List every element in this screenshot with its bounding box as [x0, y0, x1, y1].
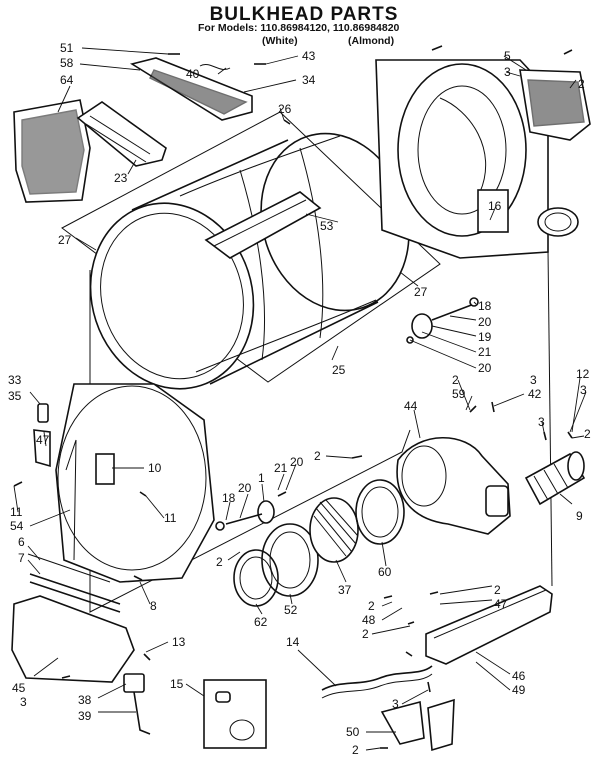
callout-53: 53	[320, 219, 334, 233]
callout-20-front: 20	[238, 481, 252, 495]
callout-46: 46	[512, 669, 526, 683]
rear-leader-line	[547, 249, 553, 587]
thermal-fuse	[123, 673, 151, 735]
drum	[89, 132, 410, 390]
callout-3-right: 3	[530, 373, 537, 387]
callout-20-rear: 20	[478, 315, 492, 329]
callout-3-top: 3	[504, 65, 511, 79]
callout-62: 62	[254, 615, 268, 629]
callout-10: 10	[148, 461, 162, 475]
blower-housing	[396, 437, 511, 535]
mounting-bracket	[380, 698, 455, 752]
lint-screen	[13, 99, 91, 203]
callout-19: 19	[478, 330, 492, 344]
callout-2-far: 2	[584, 427, 591, 441]
callout-3-duct: 3	[538, 415, 545, 429]
callout-27-left: 27	[58, 233, 72, 247]
door-switch	[33, 403, 51, 468]
callout-3-left: 3	[20, 695, 27, 709]
callout-33: 33	[8, 373, 22, 387]
callout-21-front: 21	[274, 461, 288, 475]
callout-3-bottom: 3	[392, 697, 399, 711]
callout-16: 16	[488, 199, 502, 213]
callout-60: 60	[378, 565, 392, 579]
front-bulkhead	[55, 383, 215, 583]
model-numbers: For Models: 110.86984120, 110.86984820	[198, 22, 400, 34]
callout-labels: 51 58 64 40 43 34 23 26 27 53 27 25 5 3 …	[8, 41, 591, 757]
page-title: BULKHEAD PARTS	[209, 4, 399, 25]
callout-50: 50	[346, 725, 360, 739]
callout-51: 51	[60, 41, 74, 55]
roller-assembly	[406, 297, 479, 344]
heater-element	[321, 665, 433, 699]
callout-2-bottom: 2	[352, 743, 359, 757]
leader-lines	[13, 47, 587, 751]
callout-43: 43	[302, 49, 316, 63]
callout-2-lower: 2	[494, 583, 501, 597]
callout-21-rear: 21	[478, 345, 492, 359]
callout-2-lower-c: 2	[362, 627, 369, 641]
callout-7: 7	[18, 551, 25, 565]
callout-27-right: 27	[414, 285, 428, 299]
callout-12: 12	[576, 367, 590, 381]
callout-6: 6	[18, 535, 25, 549]
callout-35: 35	[8, 389, 22, 403]
screws	[13, 45, 573, 749]
callout-15: 15	[170, 677, 184, 691]
callout-18-front: 18	[222, 491, 236, 505]
callout-2-lower-b: 2	[368, 599, 375, 613]
callout-18-rear: 18	[478, 299, 492, 313]
callout-23: 23	[114, 171, 128, 185]
callout-48: 48	[362, 613, 376, 627]
lint-duct-cover	[11, 553, 135, 683]
callout-14: 14	[286, 635, 300, 649]
exhaust-screen	[519, 69, 591, 237]
callout-20-front-2: 20	[290, 455, 304, 469]
exhaust-duct	[524, 451, 586, 506]
callout-2-top: 2	[578, 77, 585, 91]
callout-47-left: 47	[36, 433, 50, 447]
callout-1: 1	[258, 471, 265, 485]
callout-58: 58	[60, 56, 74, 70]
callout-11-right: 11	[164, 511, 177, 525]
callout-13: 13	[172, 635, 186, 649]
callout-11-left: 11	[10, 505, 23, 519]
callout-44: 44	[404, 399, 418, 413]
callout-39: 39	[78, 709, 92, 723]
callout-59: 59	[452, 387, 466, 401]
idler-pulley	[215, 500, 275, 531]
callout-8: 8	[150, 599, 157, 613]
callout-52: 52	[284, 603, 298, 617]
callout-40: 40	[186, 67, 200, 81]
blower-belts	[233, 479, 405, 607]
callout-25: 25	[332, 363, 346, 377]
callout-5: 5	[504, 49, 511, 63]
callout-45: 45	[12, 681, 26, 695]
callout-49: 49	[512, 683, 526, 697]
lint-grille	[129, 57, 253, 121]
variant-white: (White)	[262, 35, 298, 47]
callout-42: 42	[528, 387, 542, 401]
callout-34: 34	[302, 73, 316, 87]
callout-54: 54	[10, 519, 24, 533]
callout-20-rear-2: 20	[478, 361, 492, 375]
lint-housing	[76, 101, 167, 167]
callout-37: 37	[338, 583, 352, 597]
callout-3-far: 3	[580, 383, 587, 397]
rear-bulkhead	[375, 59, 549, 259]
heater-duct	[425, 585, 553, 665]
hardware-kit-box	[203, 679, 267, 749]
callout-2-center: 2	[314, 449, 321, 463]
callout-64: 64	[60, 73, 74, 87]
callout-47-lower: 47	[494, 597, 508, 611]
callout-2-right: 2	[452, 373, 459, 387]
variant-almond: (Almond)	[348, 35, 395, 47]
callout-9: 9	[576, 509, 583, 523]
callout-2-mid: 2	[216, 555, 223, 569]
callout-38: 38	[78, 693, 92, 707]
callout-26: 26	[278, 102, 292, 116]
